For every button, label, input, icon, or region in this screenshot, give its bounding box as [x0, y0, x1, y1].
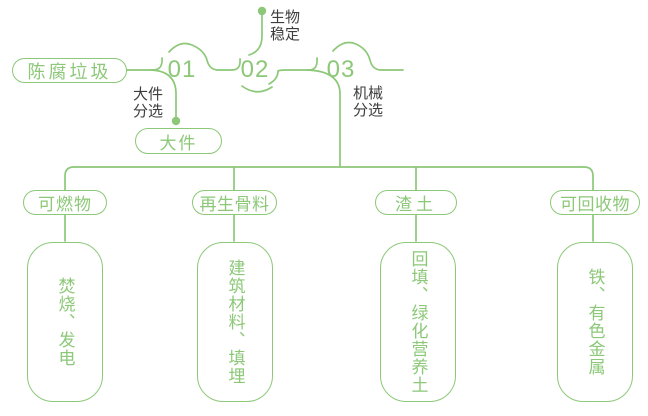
- branch-02-up: [248, 14, 263, 56]
- step-number-03: 03: [326, 56, 356, 83]
- arc-under-02: [241, 85, 273, 93]
- destination-box-metals: 铁、有色金属: [557, 242, 633, 402]
- process-label-bulky-sorting: 大件分选: [133, 86, 164, 120]
- process-label-bio-stabilization: 生物稳定: [270, 9, 301, 43]
- dot-01-bottom: [171, 116, 181, 126]
- source-label: 陈腐垃圾: [27, 61, 112, 82]
- branch-01-down: [150, 69, 177, 118]
- destination-text: 建筑材料、填埋: [225, 259, 245, 385]
- process-label-mechanical-sorting: 机械分选: [353, 85, 384, 119]
- destination-text: 回填、绿化营养土: [408, 250, 428, 394]
- dot-02-top: [257, 6, 267, 16]
- bulky-output-pill: 大件: [135, 128, 222, 154]
- destination-box-backfill: 回填、绿化营养土: [380, 242, 456, 402]
- destination-box-building-materials: 建筑材料、填埋: [197, 242, 273, 402]
- branch-03-down: [306, 69, 341, 167]
- swirl-02-left-hook: [231, 58, 241, 71]
- line-02-to-03: [268, 69, 310, 85]
- destination-text: 铁、有色金属: [585, 268, 605, 376]
- category-pill-recyclables: 可回收物: [550, 190, 640, 215]
- arc-over-03: [332, 41, 404, 71]
- destination-box-incineration: 焚烧、发电: [27, 242, 103, 402]
- arc-over-01: [168, 42, 233, 71]
- category-pill-combustibles: 可燃物: [23, 190, 107, 215]
- source-pill: 陈腐垃圾: [12, 58, 127, 83]
- category-pill-recycled-aggregate: 再生骨料: [192, 190, 277, 215]
- swirl-03-left-hook: [308, 57, 318, 71]
- category-pill-slag-soil: 渣土: [375, 190, 457, 215]
- step-number-01: 01: [167, 56, 197, 83]
- distribution-bus: [64, 166, 594, 191]
- destination-text: 焚烧、发电: [55, 277, 75, 367]
- step-number-02: 02: [240, 56, 270, 83]
- swirl-01-left-hook: [152, 57, 163, 71]
